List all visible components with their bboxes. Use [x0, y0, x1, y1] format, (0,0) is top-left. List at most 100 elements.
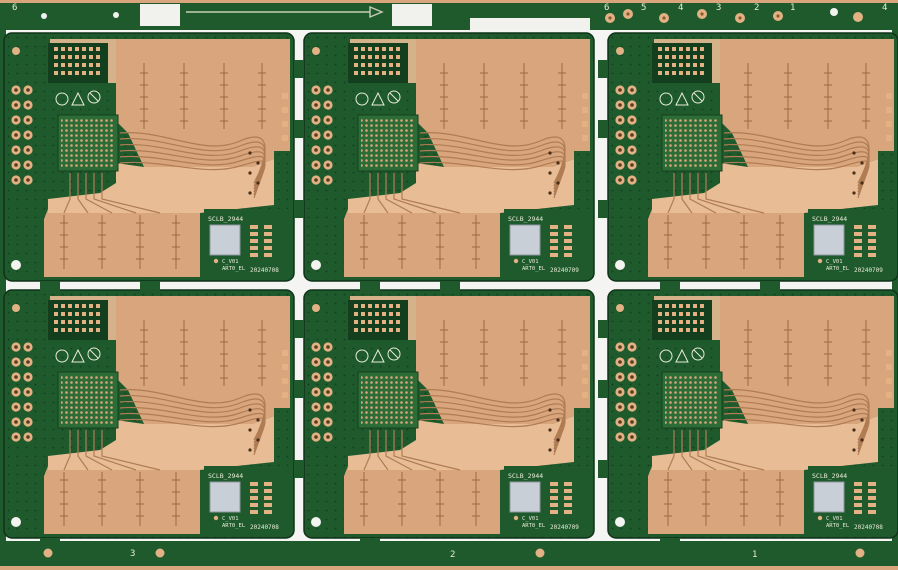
edge-pad-hole — [314, 375, 318, 379]
breakaway-tab — [294, 120, 304, 138]
edge-pad-hole — [314, 133, 318, 137]
rf-trace — [393, 430, 437, 471]
edge-pad-hole — [618, 148, 622, 152]
via — [256, 438, 260, 442]
edge-pad-hole — [326, 390, 330, 394]
smd-pad — [68, 63, 72, 67]
board-date-code: 20240709 — [550, 267, 579, 274]
edge-pad-hole — [14, 163, 18, 167]
smd-pad — [389, 320, 393, 324]
smd-pad — [665, 312, 669, 316]
mounting-hole — [311, 517, 321, 527]
copper-plane-top — [416, 39, 590, 167]
shield-can — [209, 224, 241, 256]
breakaway-tab — [598, 120, 608, 138]
rail-number-top: 3 — [716, 3, 721, 13]
via — [248, 448, 252, 452]
board-label-part: ART0_EL — [826, 523, 850, 529]
breakaway-tab — [440, 281, 460, 291]
smd-pad — [700, 320, 704, 324]
rf-traces — [63, 389, 266, 471]
bga-balls — [61, 375, 115, 425]
smd-pad — [665, 47, 669, 51]
rf-trace — [119, 149, 266, 193]
rf-trace — [723, 417, 870, 456]
rf-trace — [119, 389, 266, 441]
edge-pad-hole — [326, 178, 330, 182]
smd-pad — [564, 232, 572, 236]
stub-lines — [664, 63, 870, 269]
rail-number-top: 6 — [604, 3, 609, 13]
rf-trace — [93, 173, 137, 214]
smd-pad — [264, 496, 272, 500]
edge-pad-hole — [14, 133, 18, 137]
edge-pad-hole — [26, 118, 30, 122]
edge-pad-hole — [14, 178, 18, 182]
smd-pad — [382, 71, 386, 75]
breakaway-tab — [660, 538, 680, 548]
edge-pad — [582, 135, 588, 141]
smd-pad — [389, 312, 393, 316]
board-label-version: C_V01 — [826, 516, 843, 522]
via — [256, 181, 260, 185]
rf-trace — [119, 132, 266, 184]
smd-pad — [375, 304, 379, 308]
smd-pad — [389, 328, 393, 332]
via — [852, 171, 856, 175]
smd-pad — [75, 55, 79, 59]
edge-pad-hole — [14, 405, 18, 409]
smd-pad — [354, 320, 358, 324]
rf-trace — [681, 430, 693, 471]
smd-pad — [68, 328, 72, 332]
smd-pad — [375, 71, 379, 75]
smd-pad — [550, 503, 558, 507]
rail-number-top: 4 — [678, 3, 683, 13]
edge-pad-hole — [630, 118, 634, 122]
breakaway-tab — [140, 281, 160, 291]
edge-pad — [282, 93, 288, 99]
via — [548, 151, 552, 155]
breakaway-tab — [598, 380, 608, 398]
breakaway-tab — [40, 538, 60, 548]
edge-pad — [282, 364, 288, 370]
smd-pad — [75, 304, 79, 308]
smd-pad — [693, 304, 697, 308]
rf-trace — [723, 412, 870, 453]
rail-number-top: 5 — [641, 3, 646, 13]
edge-pad-hole — [326, 405, 330, 409]
edge-pad-hole — [618, 345, 622, 349]
edge-pad — [886, 364, 892, 370]
rf-trace — [681, 173, 693, 214]
smd-pad — [82, 47, 86, 51]
smd-pad — [250, 510, 258, 514]
rf-trace — [689, 173, 717, 214]
edge-pad-hole — [314, 148, 318, 152]
via — [248, 151, 252, 155]
via — [852, 191, 856, 195]
edge-pad — [886, 107, 892, 113]
shield-can — [209, 481, 241, 513]
smd-pad — [868, 496, 876, 500]
via — [556, 418, 560, 422]
smd-pad — [665, 304, 669, 308]
edge-pad — [282, 135, 288, 141]
smd-pad — [250, 225, 258, 229]
copper-plane-top — [416, 296, 590, 424]
edge-pad — [582, 364, 588, 370]
fiducial-pad — [513, 515, 519, 521]
rf-trace — [77, 430, 89, 471]
smd-pad — [854, 503, 862, 507]
smd-pad — [693, 55, 697, 59]
pb-free-icon — [691, 90, 705, 104]
board-label-top: SCLB_2944 — [812, 472, 847, 480]
smd-pad — [868, 489, 876, 493]
board-label-part: ART0_EL — [826, 266, 850, 272]
edge-pad-hole — [618, 118, 622, 122]
via — [852, 151, 856, 155]
edge-pad-hole — [14, 345, 18, 349]
corner-pad — [12, 304, 20, 312]
smd-pad — [679, 63, 683, 67]
